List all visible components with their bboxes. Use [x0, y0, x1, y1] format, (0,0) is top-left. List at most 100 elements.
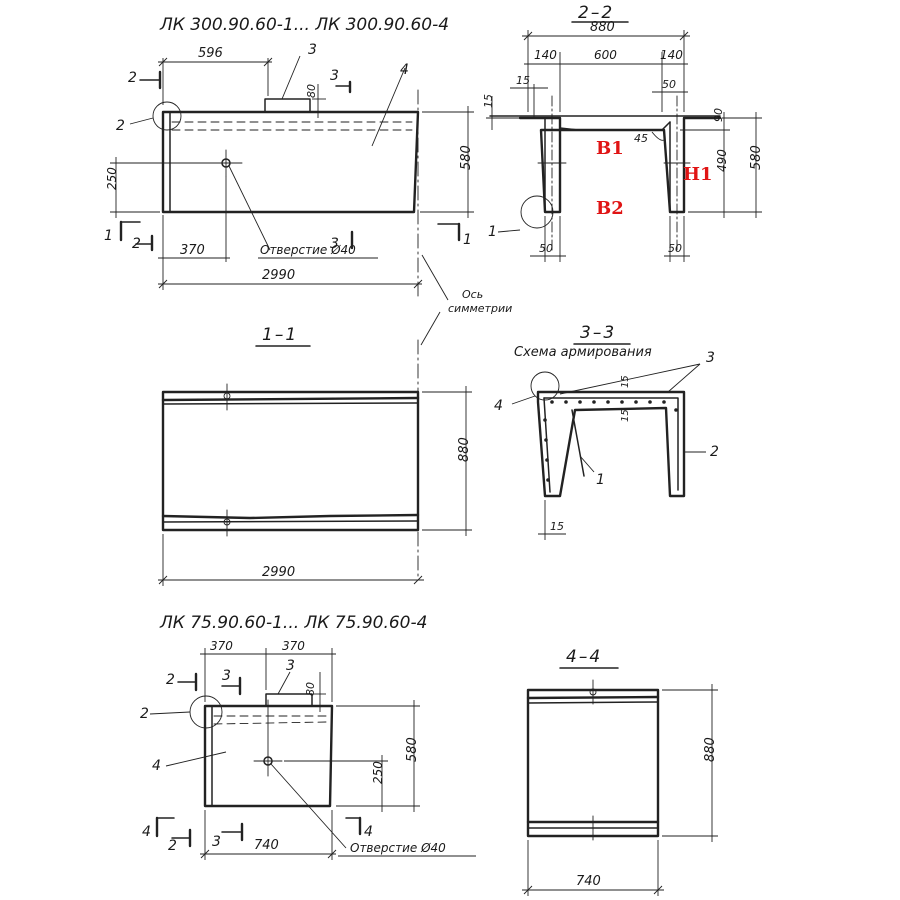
note-axis-1: Ось: [462, 288, 483, 301]
mark-3-bottom-lug: 3: [286, 658, 295, 674]
mark-2-detail: 2: [116, 118, 125, 134]
leader-axis-upper: [421, 254, 449, 301]
mark-3-top: 3: [308, 42, 317, 58]
leader-4-top: [371, 67, 406, 147]
leader-hole-bottom: [270, 763, 347, 849]
dim-15-lower: 15: [620, 409, 631, 422]
section-3-3-rebar-inner: [571, 409, 585, 477]
dim-2990-mid: 2990: [262, 565, 295, 580]
tick: [523, 31, 533, 41]
dim-15-upper: 15: [620, 375, 631, 388]
dim-490: 490: [715, 149, 729, 172]
rebar-dot: [620, 400, 624, 404]
mark-4-top: 4: [400, 62, 409, 78]
section-3-3-rebar-top: [543, 397, 679, 491]
rebar-dot: [543, 418, 547, 422]
dim-50-bottom-left: 50: [539, 242, 553, 255]
tick: [158, 57, 168, 67]
section-3-3-rebar-left: [543, 397, 551, 493]
rebar-dot: [550, 400, 554, 404]
mark-3-bottom-low: 3: [212, 834, 221, 850]
section-4-4-outline: [526, 688, 660, 838]
mark-2-lower: 2: [132, 236, 141, 252]
section-2-2: 2–2 1 880 140 600 140 15: [482, 3, 764, 262]
top-lifting-lug: [264, 98, 311, 113]
tick: [679, 31, 689, 41]
mark-3-bottom-upper: 3: [222, 668, 231, 684]
tick: [263, 57, 273, 67]
dim-370-top: 370: [180, 243, 205, 258]
tick: [200, 849, 210, 859]
bottom-elevation-outline: [203, 704, 334, 808]
dim-50-top: 50: [662, 78, 676, 91]
section-label-2-2: 2–2: [578, 3, 614, 23]
dim-15-side: 15: [482, 94, 495, 108]
tick: [413, 575, 423, 585]
dim-90: 90: [712, 108, 725, 122]
rebar-dot: [662, 400, 666, 404]
mark-4-bottom-right: 4: [364, 824, 373, 840]
leader-3-a: [559, 363, 701, 395]
dim-580-top: 580: [459, 145, 474, 170]
mark-3-detail: 3: [706, 350, 715, 366]
bottom-elevation: 370 370 80 3 2 3 2 4 250 580 740: [140, 639, 476, 860]
rebar-dot: [648, 400, 652, 404]
dim-370-b2: 370: [282, 639, 305, 653]
dim-arc-45: [651, 131, 665, 141]
section-3-3: 3–3 Схема армирования 4: [494, 323, 719, 540]
red-label-b1: B1: [596, 138, 624, 159]
leader-hole-top: [228, 165, 271, 251]
dim-580-right: 580: [749, 145, 764, 170]
leader-1-section: [579, 455, 595, 473]
leader-2-detail: [129, 117, 154, 125]
dim-2990-top: 2990: [262, 268, 295, 283]
haunch-right: [661, 121, 671, 131]
dim-80-bottom: 80: [304, 682, 317, 696]
leader-axis-lower: [420, 311, 441, 346]
rebar-dot: [564, 400, 568, 404]
tick: [653, 885, 663, 895]
rebar-dots: [543, 400, 678, 482]
dim-140-left: 140: [534, 48, 557, 62]
mark-1-detail: 1: [488, 224, 497, 240]
rebar-dot: [606, 400, 610, 404]
section-label-4-4: 4–4: [566, 647, 602, 667]
mark-3-upper: 3: [330, 68, 339, 84]
tick: [327, 849, 337, 859]
leader-3-bottom: [277, 671, 291, 695]
detail-circle-4: [530, 371, 560, 401]
leader-4-bottom: [165, 751, 227, 767]
dim-15-bottom: 15: [550, 520, 564, 533]
dim-140-right: 140: [660, 48, 683, 62]
red-label-b2: B2: [596, 198, 624, 219]
bottom-lifting-lug: [265, 693, 313, 707]
section-1-1: 1–1 880 2990: [158, 325, 472, 586]
dim-580-bottom: 580: [405, 737, 420, 762]
dim-880-top: 880: [590, 20, 615, 35]
detail-circle-1: [520, 195, 554, 229]
leader-4-detail: [511, 395, 536, 405]
note-hole-bottom: Отверстие Ø40: [350, 841, 446, 855]
dim-880-44: 880: [703, 737, 718, 762]
dim-50-bottom-right: 50: [668, 242, 682, 255]
rebar-dot: [546, 478, 550, 482]
rebar-dot: [544, 438, 548, 442]
dim-740-44: 740: [576, 874, 601, 889]
red-label-h1: H1: [683, 164, 713, 185]
section-label-3-3: 3–3: [580, 323, 616, 343]
mark-1-left: 1: [104, 228, 113, 244]
dim-45: 45: [634, 132, 648, 145]
bottom-hidden-2: [213, 721, 327, 725]
mark-2-bottom-detail: 2: [140, 706, 149, 722]
leader-1-detail: [497, 229, 521, 233]
section-1-1-bottom-rib: [161, 513, 420, 520]
dim-370-b1: 370: [210, 639, 233, 653]
rebar-dot: [634, 400, 638, 404]
dim-596: 596: [198, 46, 223, 61]
rebar-dot: [545, 458, 549, 462]
title-bottom: ЛК 75.90.60-1... ЛК 75.90.60-4: [159, 613, 427, 633]
mark-2-section: 2: [710, 444, 719, 460]
mark-2-bottom-upper: 2: [166, 672, 175, 688]
mark-4-bottom-body: 4: [152, 758, 161, 774]
